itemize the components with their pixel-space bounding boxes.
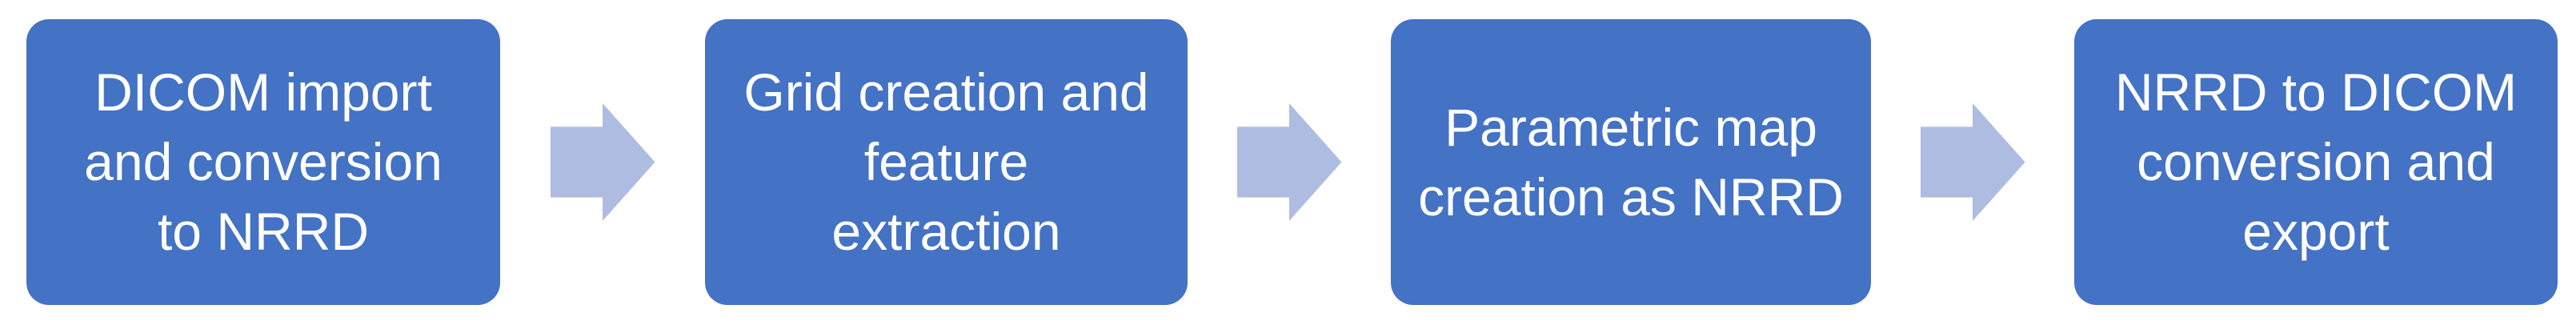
flow-step-label: Grid creation and feature extraction [743, 62, 1149, 261]
flow-step-label: DICOM import and conversion to NRRD [84, 62, 443, 261]
flow-step-label: NRRD to DICOM conversion and export [2114, 62, 2518, 261]
connector-cell [500, 19, 705, 305]
process-flow: DICOM import and conversion to NRRD Grid… [26, 19, 2558, 305]
flow-step-label: Parametric map creation as NRRD [1418, 97, 1844, 227]
right-block-arrow-icon [550, 103, 655, 221]
connector-cell [1871, 19, 2074, 305]
flow-step-dicom-import: DICOM import and conversion to NRRD [26, 19, 500, 305]
flow-step-grid-creation: Grid creation and feature extraction [705, 19, 1188, 305]
right-block-arrow-icon [1920, 103, 2025, 221]
flow-step-parametric-map: Parametric map creation as NRRD [1391, 19, 1871, 305]
connector-cell [1188, 19, 1391, 305]
flow-step-nrrd-export: NRRD to DICOM conversion and export [2074, 19, 2558, 305]
right-block-arrow-icon [1236, 103, 1342, 221]
